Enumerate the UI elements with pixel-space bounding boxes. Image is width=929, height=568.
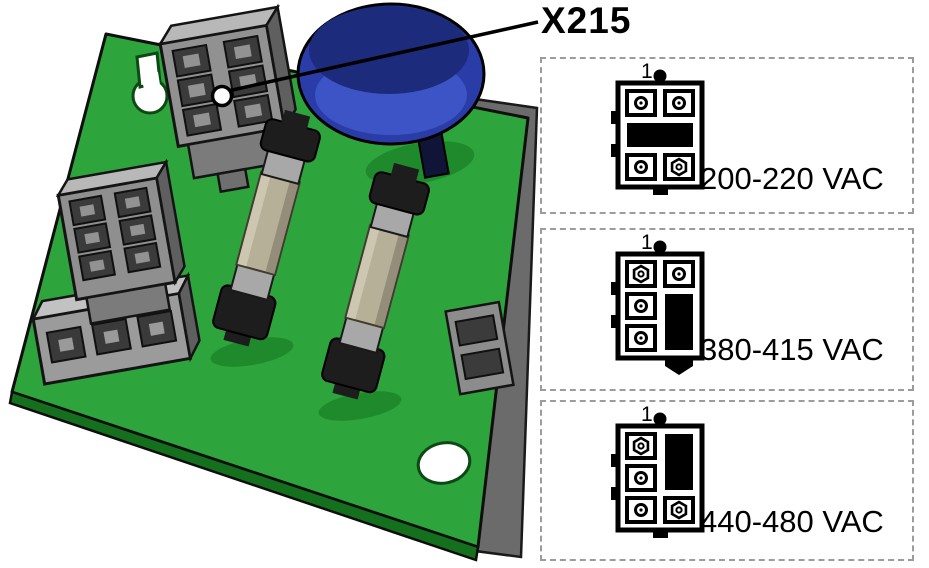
voltage-option-1: 1 200-220 VAC <box>540 57 914 214</box>
keyhole-cutout <box>131 51 169 115</box>
knob <box>296 2 486 146</box>
pcb-edge <box>8 390 480 562</box>
fuse-2 <box>321 162 430 400</box>
voltage-label: 380-415 VAC <box>700 332 884 367</box>
callout-line <box>227 20 539 93</box>
callout-label: X215 <box>541 0 632 41</box>
connector-pinout-icon <box>611 240 705 375</box>
fuse-1 <box>212 109 321 347</box>
voltage-option-3: 1 440-480 VAC <box>540 400 914 561</box>
mounting-hole <box>416 441 472 485</box>
voltage-label: 440-480 VAC <box>700 504 884 539</box>
edge-connector <box>444 300 515 396</box>
board-shadow <box>210 337 294 367</box>
pin1-label: 1 <box>641 231 653 254</box>
voltage-label: 200-220 VAC <box>700 161 884 196</box>
board-shadow <box>318 391 402 421</box>
pin1-label: 1 <box>641 60 653 83</box>
pin1-label: 1 <box>641 403 653 426</box>
callout-dot <box>210 84 234 108</box>
connector-pinout-icon <box>611 412 705 538</box>
connector-pinout-icon <box>611 69 705 195</box>
voltage-option-2: 1 380-415 VAC <box>540 228 914 391</box>
pcb-illustration <box>8 2 539 562</box>
six-pin-connector <box>55 158 186 325</box>
